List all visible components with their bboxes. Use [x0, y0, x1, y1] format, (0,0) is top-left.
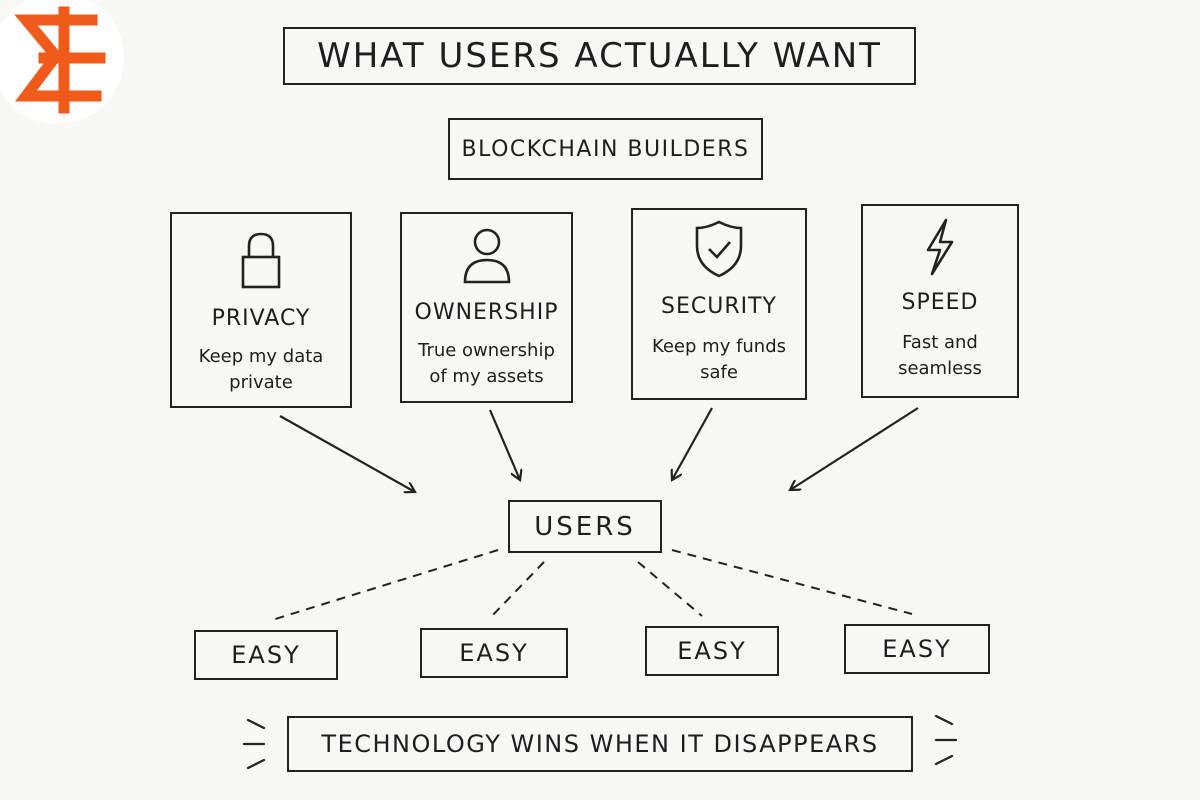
speed-desc-line1: Fast and: [902, 332, 978, 353]
user-icon: [463, 228, 510, 284]
footer-box: TECHNOLOGY WINS WHEN IT DISAPPEARS: [287, 716, 913, 772]
easy-label: EASY: [677, 637, 747, 665]
easy-box-1: EASY: [194, 630, 338, 680]
users-label: USERS: [534, 511, 636, 542]
security-desc-line1: Keep my funds: [651, 336, 787, 357]
builders-box: BLOCKCHAIN BUILDERS: [448, 118, 763, 180]
ownership-title: OWNERSHIP: [414, 300, 559, 325]
speed-desc-line2: seamless: [898, 358, 982, 379]
easy-box-3: EASY: [645, 626, 779, 676]
brand-logo: [0, 0, 125, 125]
lock-icon: [241, 232, 281, 289]
security-card: SECURITY Keep my funds safe: [631, 208, 807, 400]
builders-label: BLOCKCHAIN BUILDERS: [461, 136, 750, 162]
ownership-desc-line2: of my assets: [429, 366, 544, 387]
users-box: USERS: [508, 500, 662, 553]
easy-box-4: EASY: [844, 624, 990, 674]
sigma-plus-logo-icon: [0, 0, 124, 124]
arrow-security: [672, 407, 713, 480]
footer-slogan: TECHNOLOGY WINS WHEN IT DISAPPEARS: [321, 730, 879, 758]
dash-easy-2: [489, 561, 545, 619]
arrow-speed: [790, 407, 919, 490]
privacy-title: PRIVACY: [211, 306, 311, 331]
speed-title: SPEED: [901, 290, 979, 315]
easy-label: EASY: [882, 635, 952, 663]
page-title: WHAT USERS ACTUALLY WANT: [317, 36, 882, 76]
lightning-icon: [926, 218, 954, 276]
privacy-desc-line1: Keep my data: [198, 346, 324, 367]
easy-label: EASY: [231, 641, 301, 669]
easy-box-2: EASY: [420, 628, 568, 678]
speed-card: SPEED Fast and seamless: [861, 204, 1019, 398]
arrow-ownership: [488, 409, 520, 480]
dash-easy-3: [637, 561, 703, 617]
dash-easy-4: [671, 549, 913, 615]
dash-easy-1: [271, 549, 499, 621]
shield-check-icon: [695, 220, 743, 278]
security-desc-line2: safe: [700, 362, 738, 383]
easy-label: EASY: [459, 639, 529, 667]
privacy-desc-line2: private: [229, 372, 293, 393]
ownership-desc-line1: True ownership: [418, 340, 555, 361]
ownership-card: OWNERSHIP True ownership of my assets: [400, 212, 573, 403]
arrow-privacy: [279, 415, 415, 492]
title-box: WHAT USERS ACTUALLY WANT: [283, 27, 916, 85]
security-title: SECURITY: [661, 294, 777, 319]
privacy-card: PRIVACY Keep my data private: [170, 212, 352, 408]
